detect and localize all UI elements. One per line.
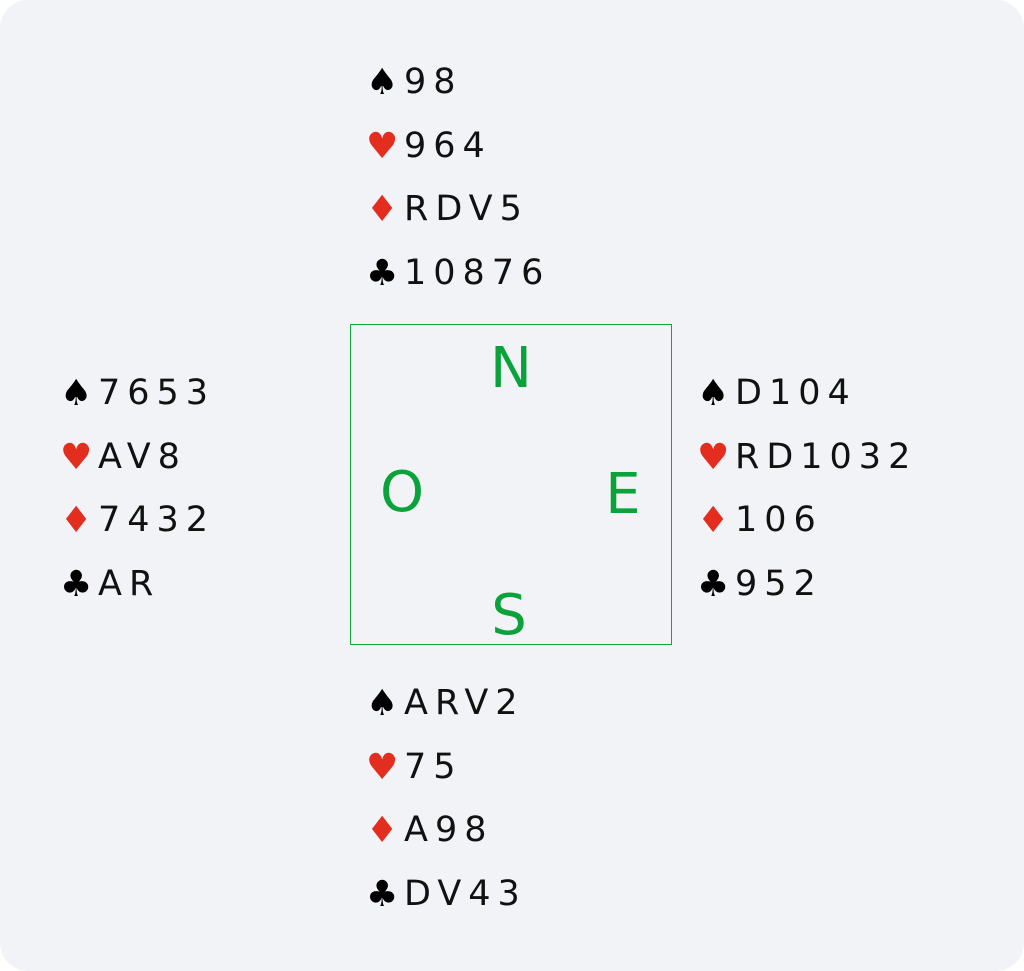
north-hearts: ♥964 bbox=[366, 115, 550, 179]
hand-north: ♠98 ♥964 ♦RDV5 ♣10876 bbox=[366, 51, 550, 305]
cards: 952 bbox=[735, 563, 823, 604]
cards: DV43 bbox=[404, 873, 527, 914]
club-icon: ♣ bbox=[60, 563, 93, 605]
north-spades: ♠98 bbox=[366, 51, 550, 115]
compass-east: E bbox=[605, 462, 641, 527]
cards: 75 bbox=[404, 746, 463, 787]
club-icon: ♣ bbox=[366, 252, 399, 294]
south-spades: ♠ARV2 bbox=[366, 672, 527, 736]
cards: 98 bbox=[404, 62, 463, 102]
cards: 964 bbox=[404, 125, 492, 166]
north-diamonds: ♦RDV5 bbox=[366, 178, 550, 242]
club-icon: ♣ bbox=[697, 563, 730, 605]
cards: ARV2 bbox=[404, 683, 525, 723]
spade-icon: ♠ bbox=[366, 683, 399, 724]
cards: AV8 bbox=[98, 436, 187, 477]
cards: D104 bbox=[735, 373, 857, 413]
diamond-icon: ♦ bbox=[366, 810, 399, 852]
heart-icon: ♥ bbox=[697, 436, 730, 478]
west-spades: ♠7653 bbox=[60, 362, 215, 426]
west-clubs: ♣AR bbox=[60, 553, 215, 617]
cards: 7653 bbox=[98, 373, 216, 413]
south-diamonds: ♦A98 bbox=[366, 799, 527, 863]
heart-icon: ♥ bbox=[366, 125, 399, 167]
compass-south: S bbox=[491, 583, 527, 648]
hand-west: ♠7653 ♥AV8 ♦7432 ♣AR bbox=[60, 362, 215, 616]
cards: 7432 bbox=[98, 500, 216, 541]
club-icon: ♣ bbox=[366, 873, 399, 915]
compass-north: N bbox=[490, 336, 532, 401]
diamond-icon: ♦ bbox=[60, 500, 93, 542]
south-hearts: ♥75 bbox=[366, 736, 527, 800]
compass-box: N O E S bbox=[350, 324, 672, 645]
cards: 10876 bbox=[404, 252, 551, 293]
diamond-icon: ♦ bbox=[697, 500, 730, 542]
east-hearts: ♥RD1032 bbox=[697, 426, 917, 490]
spade-icon: ♠ bbox=[366, 62, 399, 103]
east-diamonds: ♦106 bbox=[697, 489, 917, 553]
south-clubs: ♣DV43 bbox=[366, 863, 527, 927]
hand-south: ♠ARV2 ♥75 ♦A98 ♣DV43 bbox=[366, 672, 527, 926]
compass-west: O bbox=[379, 460, 425, 525]
diamond-icon: ♦ bbox=[366, 189, 399, 231]
cards: A98 bbox=[404, 810, 494, 851]
west-diamonds: ♦7432 bbox=[60, 489, 215, 553]
heart-icon: ♥ bbox=[60, 436, 93, 478]
cards: RDV5 bbox=[404, 189, 529, 230]
hand-east: ♠D104 ♥RD1032 ♦106 ♣952 bbox=[697, 362, 917, 616]
cards: RD1032 bbox=[735, 436, 918, 477]
spade-icon: ♠ bbox=[697, 373, 730, 414]
north-clubs: ♣10876 bbox=[366, 242, 550, 306]
cards: 106 bbox=[735, 500, 823, 541]
heart-icon: ♥ bbox=[366, 746, 399, 788]
west-hearts: ♥AV8 bbox=[60, 426, 215, 490]
east-spades: ♠D104 bbox=[697, 362, 917, 426]
cards: AR bbox=[98, 563, 161, 604]
spade-icon: ♠ bbox=[60, 373, 93, 414]
east-clubs: ♣952 bbox=[697, 553, 917, 617]
